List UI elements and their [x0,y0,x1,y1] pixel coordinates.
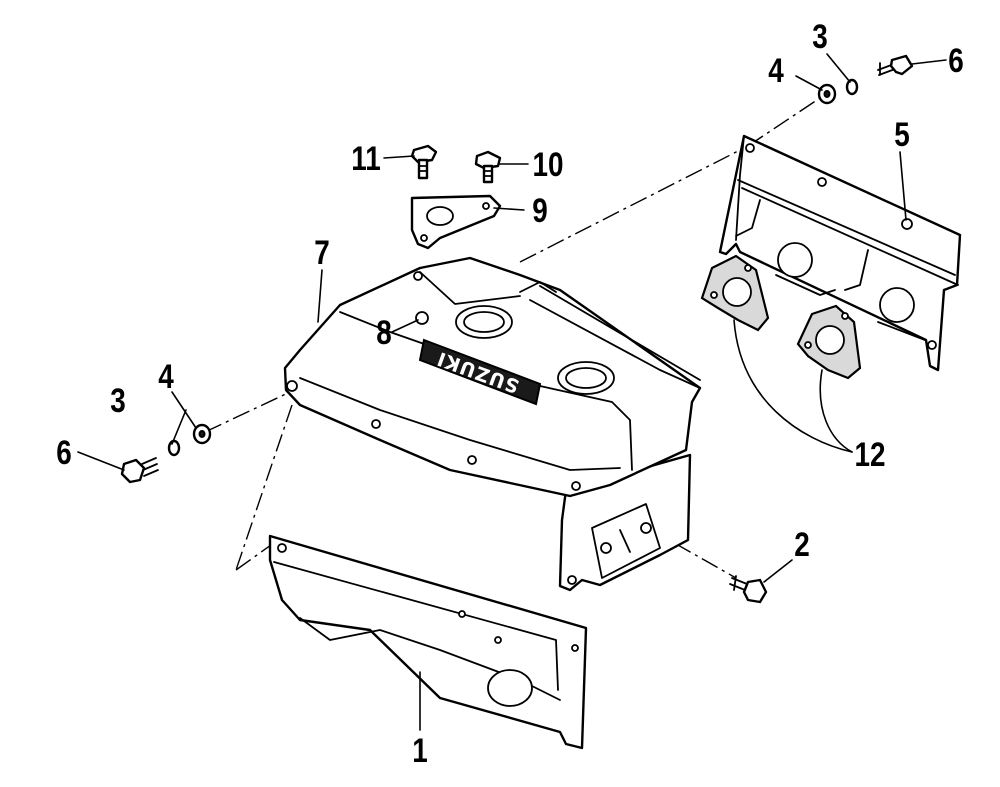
washer-4-left [192,423,212,445]
callout-2: 2 [794,525,810,563]
rear-heat-shield-plate [718,134,962,372]
mounting-bracket [410,194,502,250]
leader-lines [77,53,947,731]
bolt-11 [410,144,438,180]
lock-washer-3-right [845,78,859,96]
exhaust-cover: SUZUKI [283,256,702,592]
callout-3-left: 3 [110,381,126,419]
washer-4-right [817,83,837,105]
exhaust-gasket-upper [700,254,770,332]
callout-3-right: 3 [812,17,828,55]
callout-11: 11 [351,139,380,177]
bolt-2 [729,575,768,604]
callout-10: 10 [532,145,563,183]
callout-labels: 1 2 3 3 4 4 5 6 6 7 8 9 10 11 12 [56,17,964,769]
callout-8: 8 [376,313,392,351]
callout-12: 12 [854,435,885,473]
bolt-6-right [877,54,914,76]
lock-washer-3-left [167,439,181,457]
lower-heat-shield [268,534,588,750]
bolt-6-left [120,457,159,484]
bolt-10 [474,150,502,184]
callout-7: 7 [314,233,330,271]
callout-5: 5 [894,115,910,153]
callout-6-left: 6 [56,433,72,471]
callout-6-right: 6 [948,41,964,79]
callout-4-left: 4 [158,357,174,395]
callout-9: 9 [532,191,548,229]
callout-4-right: 4 [768,51,784,89]
callout-1: 1 [412,731,428,769]
exhaust-gasket-lower [796,304,862,380]
